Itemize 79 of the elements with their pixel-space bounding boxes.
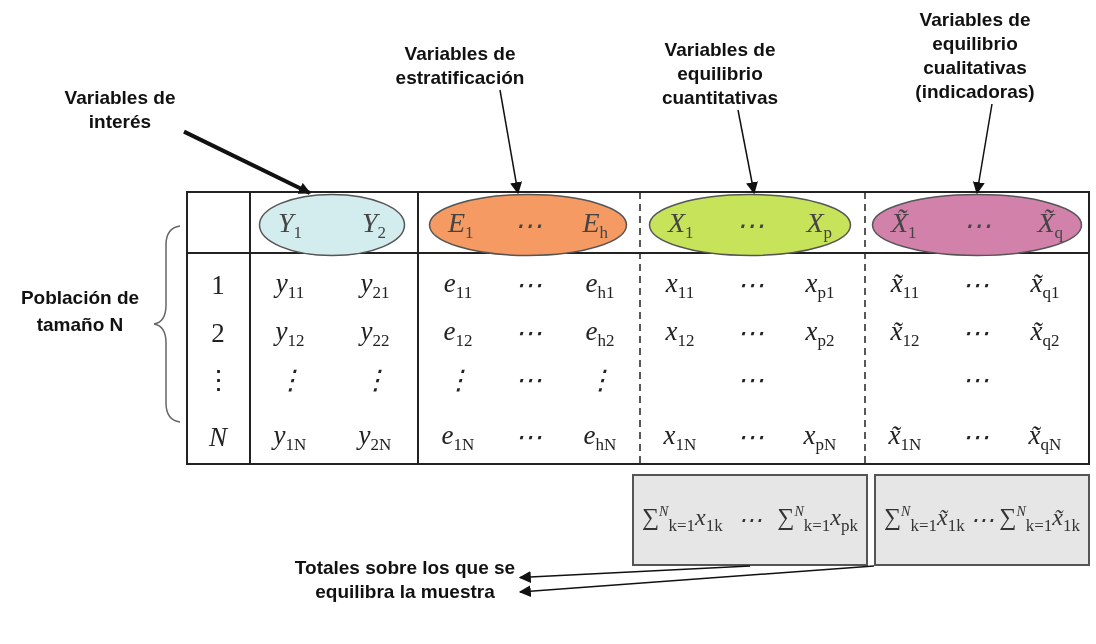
arrow — [737, 109, 758, 195]
math-symbol: X̃$_{1}$ — [891, 207, 917, 243]
table-cell-text: ⋮ — [204, 364, 232, 396]
table-cell-text: 1 — [211, 269, 225, 301]
annotation-text: Variables de equilibrio cualitativas (indicadoras) — [890, 8, 1060, 104]
table-cell-text: x̃$_{q1}$ — [1030, 267, 1060, 303]
variable-group-ellipse — [428, 193, 628, 257]
annotation-text: Variables de interés — [40, 86, 200, 134]
table-cell-text: e$_{h1}$ — [585, 267, 615, 303]
table-cell-text: x̃$_{1N}$ — [888, 419, 922, 455]
arrow — [499, 89, 523, 195]
table-cell-text: ⋯ — [961, 364, 989, 396]
table-cell-text: x$_{pN}$ — [803, 419, 837, 455]
table-cell-text: x̃$_{12}$ — [890, 315, 920, 351]
math-symbol: ∑$^{N}$$_{k=1}$x̃$_{1k}$ — [884, 504, 965, 536]
table-cell-text: ⋯ — [961, 421, 989, 453]
math-symbol: ∑$^{N}$$_{k=1}$x̃$_{1k}$ — [999, 504, 1080, 536]
table-cell-text: N — [209, 421, 227, 453]
annotation-text: Totales sobre los que se equilibra la muestra — [290, 556, 520, 604]
table-cell-text: ⋯ — [736, 269, 764, 301]
table-cell-text: 2 — [211, 317, 225, 349]
table-cell-text: ⋯ — [514, 317, 542, 349]
totals-box — [632, 474, 868, 566]
annotation-text: Variables de estratificación — [360, 42, 560, 90]
table-cell-text: ⋯ — [961, 317, 989, 349]
table-cell-text: x$_{11}$ — [665, 267, 695, 303]
table-cell-text: ⋯ — [514, 269, 542, 301]
table-cell-text: x$_{1N}$ — [663, 419, 697, 455]
math-symbol: E$_{h}$ — [582, 207, 608, 243]
table-cell-text: x$_{p1}$ — [805, 267, 835, 303]
math-symbol: X$_{1}$ — [668, 207, 694, 243]
table-cell-text: y$_{2N}$ — [358, 419, 392, 455]
table-cell-text: e$_{1N}$ — [441, 419, 475, 455]
table-cell-text: ⋯ — [514, 364, 542, 396]
table-cell-text: ⋯ — [736, 421, 764, 453]
table-cell-text: x̃$_{11}$ — [890, 267, 920, 303]
table-cell-text: x$_{12}$ — [665, 315, 695, 351]
math-symbol: ⋯ — [514, 208, 542, 242]
math-symbol: X$_{p}$ — [806, 207, 832, 243]
table-cell-text: x̃$_{q2}$ — [1030, 315, 1060, 351]
table-cell-text: e$_{h2}$ — [585, 315, 615, 351]
table-cell-text: ⋯ — [514, 421, 542, 453]
table-cell-text: y$_{12}$ — [275, 315, 305, 351]
arrow — [972, 103, 993, 195]
table-cell-text: e$_{11}$ — [443, 267, 473, 303]
variable-group-ellipse — [871, 193, 1083, 257]
arrow — [518, 565, 875, 598]
annotation-text: Variables de equilibrio cuantitativas — [630, 38, 810, 110]
table-cell-text: x̃$_{qN}$ — [1028, 419, 1062, 455]
table-cell-text: e$_{12}$ — [443, 315, 473, 351]
arrow — [518, 565, 751, 584]
math-symbol: ⋯ — [738, 506, 762, 534]
table-cell-text: ⋮ — [586, 364, 614, 396]
table-cell-text: ⋮ — [276, 364, 304, 396]
table-cell-text: y$_{11}$ — [275, 267, 305, 303]
table-cell-text: e$_{hN}$ — [583, 419, 617, 455]
variable-group-ellipse — [258, 193, 406, 257]
math-symbol: X̃$_{q}$ — [1037, 207, 1063, 243]
math-symbol: ⋯ — [963, 208, 991, 242]
table-cell-text: y$_{22}$ — [360, 315, 390, 351]
annotation-text: Población de tamaño N — [20, 286, 140, 337]
math-symbol: ⋯ — [736, 208, 764, 242]
table-cell-text: ⋯ — [736, 364, 764, 396]
table-cell-text: ⋮ — [361, 364, 389, 396]
math-symbol: ∑$^{N}$$_{k=1}$x$_{pk}$ — [777, 504, 858, 536]
totals-box — [874, 474, 1090, 566]
math-symbol: ∑$^{N}$$_{k=1}$x$_{1k}$ — [642, 504, 723, 536]
table-cell-text: ⋯ — [736, 317, 764, 349]
arrow — [183, 129, 311, 195]
math-symbol: Y$_{1}$ — [278, 207, 303, 243]
table-cell-text: y$_{1N}$ — [273, 419, 307, 455]
variable-group-ellipse — [648, 193, 852, 257]
math-symbol: Y$_{2}$ — [361, 207, 386, 243]
math-symbol: ⋯ — [970, 506, 994, 534]
table-cell-text: ⋯ — [961, 269, 989, 301]
table-cell-text: ⋮ — [444, 364, 472, 396]
table-cell-text: x$_{p2}$ — [805, 315, 835, 351]
math-symbol: E$_{1}$ — [448, 207, 474, 243]
table-cell-text: y$_{21}$ — [360, 267, 390, 303]
